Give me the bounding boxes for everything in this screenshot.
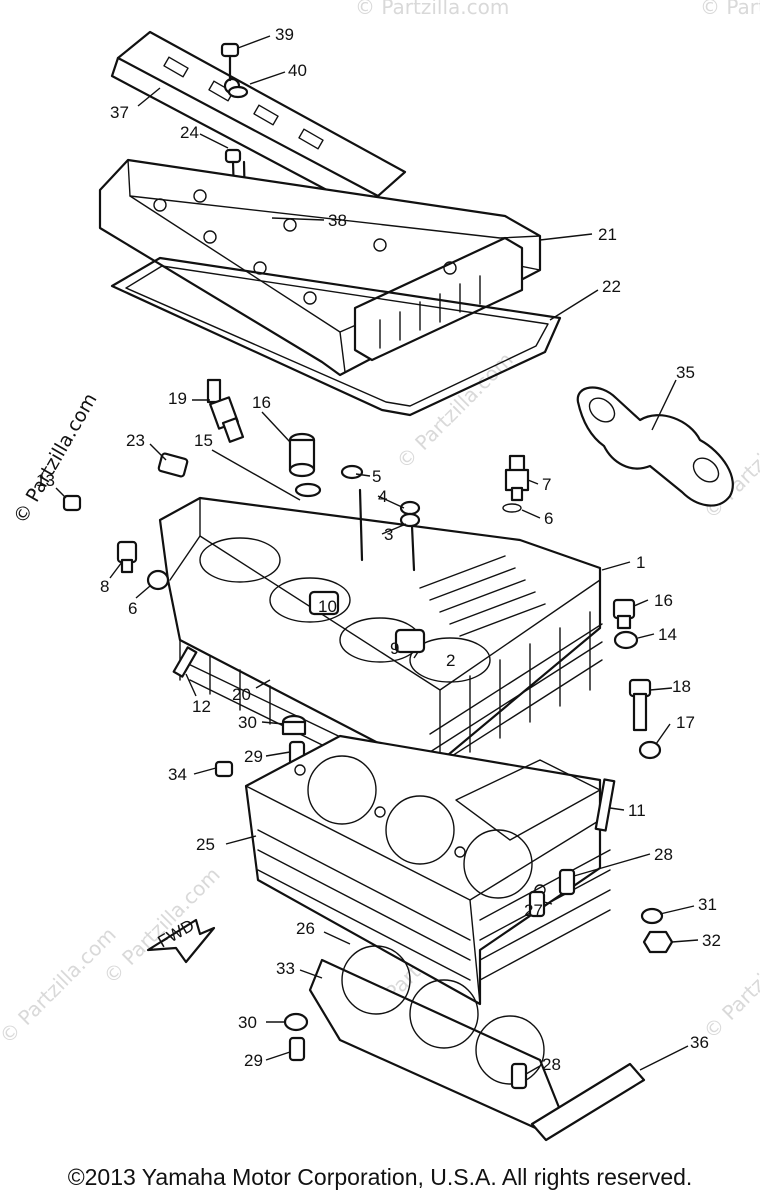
callout-2: 2 <box>446 651 455 670</box>
callout-25: 25 <box>196 835 215 854</box>
callout-16-right: 16 <box>654 591 673 610</box>
watermark-lower-left: © Partzilla.com <box>99 862 225 988</box>
callout-40: 40 <box>288 61 307 80</box>
breather-gasket <box>576 386 734 507</box>
copyright-notice: ©2013 Yamaha Motor Corporation, U.S.A. A… <box>67 1164 693 1190</box>
callout-33: 33 <box>276 959 295 978</box>
washer-6-left <box>146 569 170 591</box>
callout-9: 9 <box>390 639 399 658</box>
washer-6-right <box>502 503 522 513</box>
callout-36: 36 <box>690 1033 709 1052</box>
stud-12 <box>172 646 198 678</box>
washer-14 <box>613 630 639 650</box>
callout-1: 1 <box>636 553 645 572</box>
watermark-side: © Partzilla.com <box>9 390 101 528</box>
spark-plug <box>206 378 245 443</box>
callout-4: 4 <box>378 487 387 506</box>
callout-18: 18 <box>672 677 691 696</box>
callout-10: 10 <box>318 597 337 616</box>
bolt-18 <box>628 678 652 732</box>
callout-19: 19 <box>168 389 187 408</box>
valve-parts <box>288 432 426 654</box>
callout-38: 38 <box>328 211 347 230</box>
callout-labels: 39 40 37 24 38 21 22 35 19 16 23 15 13 5… <box>36 25 721 1074</box>
callout-30-lower: 30 <box>238 1013 257 1032</box>
callout-11: 11 <box>628 801 646 820</box>
callout-32: 32 <box>702 931 721 950</box>
callout-35: 35 <box>676 363 695 382</box>
callout-37: 37 <box>110 103 129 122</box>
callout-28-lower: 28 <box>542 1055 561 1074</box>
dowel-29-lower <box>288 1036 306 1062</box>
callout-16-top: 16 <box>252 393 271 412</box>
callout-23: 23 <box>126 431 145 450</box>
callout-29-lower: 29 <box>244 1051 263 1070</box>
head-cover-gasket <box>110 256 562 417</box>
callout-24: 24 <box>180 123 199 142</box>
cylinder-block <box>244 734 611 1006</box>
dowel-30-lower <box>283 1012 309 1032</box>
washer-17 <box>638 740 662 760</box>
plug-34 <box>214 760 234 778</box>
callout-5: 5 <box>372 467 381 486</box>
callout-28-upper: 28 <box>654 845 673 864</box>
callout-6-right: 6 <box>544 509 553 528</box>
stud-11 <box>594 778 616 832</box>
cylinder-base-gasket <box>308 945 562 1132</box>
callout-12: 12 <box>192 697 211 716</box>
dowel-28-lower <box>510 1062 528 1090</box>
washer-40 <box>227 85 249 99</box>
cylinder-head-cover <box>98 158 542 377</box>
leader-lines <box>55 35 699 1075</box>
callout-15: 15 <box>194 431 213 450</box>
watermark-top-center: © Partzilla.com <box>355 0 509 19</box>
bolt-39 <box>220 42 240 82</box>
dowel-30-upper <box>281 714 307 736</box>
washer-31 <box>640 907 664 925</box>
callout-7: 7 <box>542 475 551 494</box>
nut-32 <box>642 930 674 954</box>
plug-13 <box>62 494 82 512</box>
callout-13: 13 <box>36 471 55 490</box>
watermark-bottom-left: © Partzilla.com <box>0 922 121 1048</box>
watermark-mid-center: © Partzilla.com <box>392 347 518 473</box>
dowel-28-upper <box>558 868 576 896</box>
callout-20: 20 <box>232 685 251 704</box>
watermark-top-right: © Partzilla.com <box>700 0 760 19</box>
fitting-7 <box>504 454 530 502</box>
forward-arrow: FWD <box>146 916 216 964</box>
callout-26: 26 <box>296 919 315 938</box>
callout-27: 27 <box>524 901 543 920</box>
bolt-16-right <box>612 598 636 630</box>
callout-29-upper: 29 <box>244 747 263 766</box>
gasket-strip-36 <box>530 1062 646 1142</box>
callout-17: 17 <box>676 713 695 732</box>
callout-34: 34 <box>168 765 187 784</box>
callout-30-upper: 30 <box>238 713 257 732</box>
callout-39: 39 <box>275 25 294 44</box>
callout-31: 31 <box>698 895 717 914</box>
callout-14: 14 <box>658 625 677 644</box>
callout-8: 8 <box>100 577 109 596</box>
fitting-8 <box>116 540 138 574</box>
callout-3: 3 <box>384 525 393 544</box>
callout-21: 21 <box>598 225 617 244</box>
dowel-27 <box>528 890 546 918</box>
callout-6-left: 6 <box>128 599 137 618</box>
callout-22: 22 <box>602 277 621 296</box>
